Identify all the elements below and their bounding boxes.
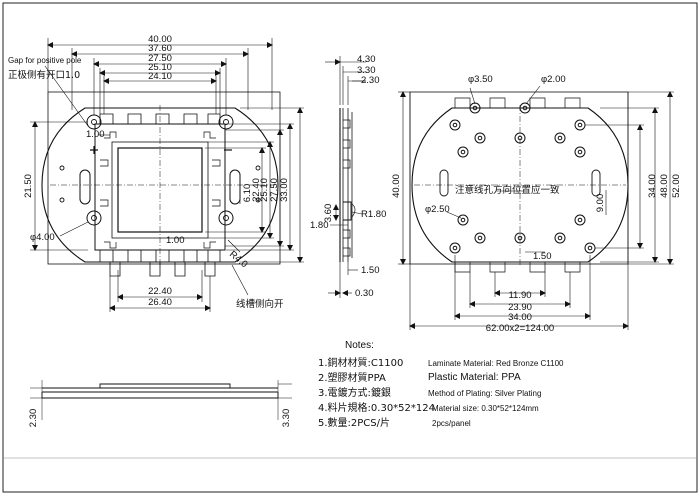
side-dim-lines bbox=[325, 56, 366, 298]
note-3-en: Method of Plating: Silver Plating bbox=[428, 389, 541, 398]
dim-side-2-30: 2.30 bbox=[361, 75, 380, 86]
dim-26-40-h: 26.40 bbox=[148, 297, 172, 308]
dim-profile-3-30: 3.30 bbox=[281, 409, 292, 428]
note-5-en: 2pcs/panel bbox=[432, 419, 471, 428]
dim-back-23-90: 23.90 bbox=[508, 302, 532, 313]
note-1-en: Laminate Material: Red Bronze C1100 bbox=[428, 359, 564, 368]
dim-21-50: 21.50 bbox=[23, 174, 34, 198]
note-1-cn: 1.銅材材質:C1100 bbox=[318, 356, 403, 369]
dim-1-00-bottom: 1.00 bbox=[166, 235, 185, 246]
note-2-en: Plastic Material: PPA bbox=[428, 372, 521, 383]
dim-25-10-v: 25.10 bbox=[259, 178, 270, 202]
back-view bbox=[409, 91, 629, 273]
dim-side-0-30: 0.30 bbox=[355, 288, 374, 299]
dim-back-52-00-v: 52.00 bbox=[671, 174, 682, 198]
dim-back-phi-3-50: φ3.50 bbox=[468, 74, 493, 85]
profile-view bbox=[30, 380, 292, 420]
dim-27-50: 27.50 bbox=[148, 53, 172, 64]
dim-back-11-90: 11.90 bbox=[508, 290, 531, 301]
groove-note-cn: 线槽侧向开 bbox=[236, 298, 284, 310]
dim-40-00: 40.00 bbox=[148, 34, 172, 45]
front-view bbox=[41, 91, 281, 277]
dim-33-00-v: 33.00 bbox=[279, 178, 290, 202]
front-dim-labels: 40.00 37.60 27.50 25.10 24.10 21.50 22.4… bbox=[8, 34, 290, 310]
dim-side-r1-80: R1.80 bbox=[361, 209, 386, 220]
dim-22-40-h: 22.40 bbox=[148, 286, 172, 297]
dim-r4-0: R4.0 bbox=[227, 249, 249, 270]
dim-profile-2-30: 2.30 bbox=[28, 409, 39, 428]
dim-27-50-v: 27.50 bbox=[269, 178, 280, 202]
dim-back-34-00-h: 34.00 bbox=[508, 312, 532, 323]
dim-side-3-30: 3.30 bbox=[357, 65, 376, 76]
back-dim-lines bbox=[398, 85, 674, 330]
dim-side-4-30: 4.30 bbox=[357, 54, 376, 65]
notes-block: Notes: 1.銅材材質:C1100 Laminate Material: R… bbox=[318, 340, 564, 429]
notes-title: Notes: bbox=[345, 340, 374, 351]
dim-back-40-00: 40.00 bbox=[391, 174, 402, 198]
dim-24-10: 24.10 bbox=[148, 71, 172, 82]
dim-back-1-50: 1.50 bbox=[533, 251, 552, 262]
dim-back-phi-2-00: φ2.00 bbox=[541, 74, 566, 85]
hole-direction-note: 注意线孔方向位置应一致 bbox=[455, 184, 560, 196]
side-dim-labels: 4.30 3.30 2.30 3.60 R1.80 1.80 1.50 0.30 bbox=[310, 54, 386, 299]
dim-side-3-60: 3.60 bbox=[323, 204, 334, 223]
gap-note-cn: 正极侧有开口1.0 bbox=[8, 69, 80, 81]
dim-back-48-00-v: 48.00 bbox=[659, 174, 670, 198]
note-4-cn: 4.料片規格:0.30*52*124 bbox=[318, 401, 435, 414]
note-3-cn: 3.電鍍方式:鍍銀 bbox=[318, 386, 391, 399]
dim-back-9-00: 9.00 bbox=[595, 194, 606, 213]
dim-hole-4-00: φ4.00 bbox=[30, 232, 55, 243]
profile-labels: 2.30 3.30 bbox=[28, 409, 292, 428]
front-dim-lines bbox=[30, 38, 304, 312]
dim-back-total: 62.00x2=124.00 bbox=[486, 323, 554, 334]
note-4-en: Material size: 0.30*52*124mm bbox=[432, 404, 539, 413]
dim-back-34-00-v: 34.00 bbox=[647, 174, 658, 198]
note-2-cn: 2.塑膠材質PPA bbox=[318, 371, 386, 384]
note-5-cn: 5.數量:2PCS/片 bbox=[318, 416, 390, 429]
dim-side-1-80: 1.80 bbox=[310, 220, 329, 231]
gap-note-en: Gap for positive pole bbox=[8, 56, 82, 65]
dim-22-40-v: 22.40 bbox=[251, 178, 262, 202]
dim-37-60: 37.60 bbox=[148, 43, 172, 54]
side-view bbox=[339, 108, 356, 262]
dim-1-00-top: 1.00 bbox=[86, 129, 105, 140]
dim-6-10: 6.10 bbox=[242, 184, 253, 203]
dim-back-phi-2-50: φ2.50 bbox=[425, 204, 450, 215]
dim-side-1-50: 1.50 bbox=[361, 265, 380, 276]
dim-25-10: 25.10 bbox=[148, 62, 172, 73]
back-dim-labels: φ3.50 φ2.00 φ2.50 9.00 1.50 40.00 34.00 … bbox=[391, 74, 682, 334]
